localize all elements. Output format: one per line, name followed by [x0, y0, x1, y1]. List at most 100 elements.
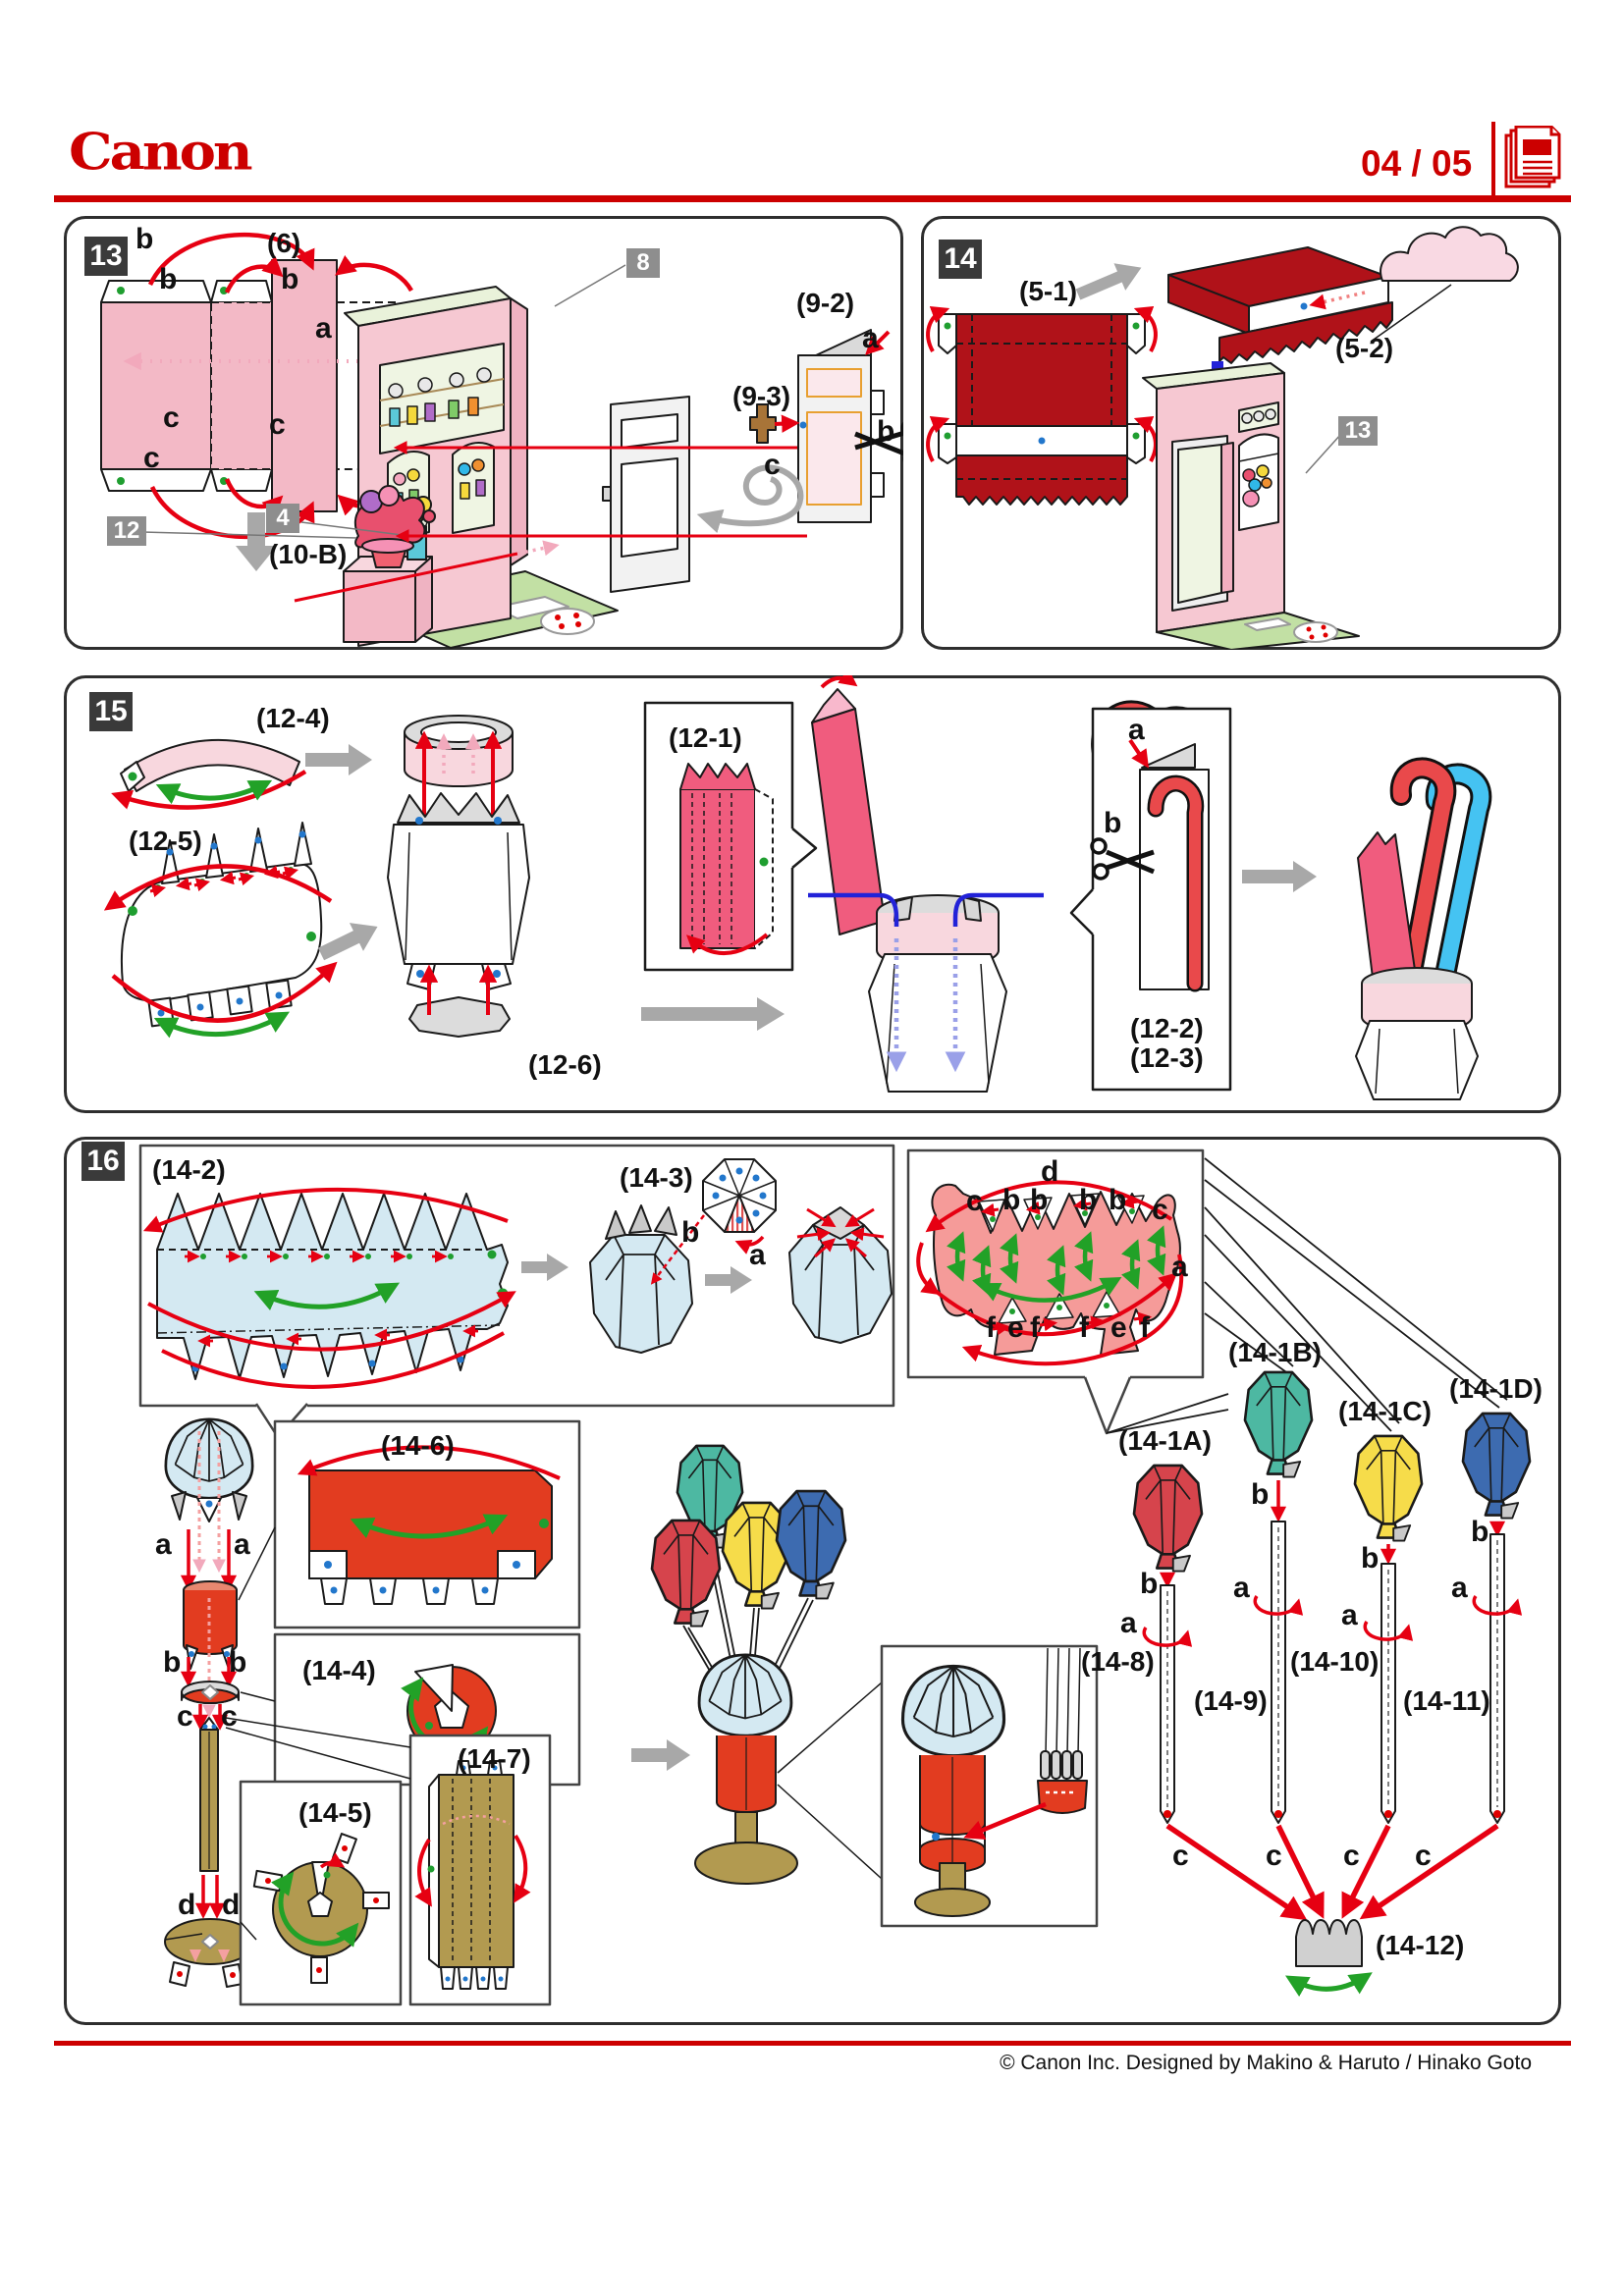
fold-letter-c: c: [1152, 1194, 1168, 1226]
fold-letter-a: a: [1128, 714, 1145, 746]
inset-14-1-fold: [906, 1148, 1508, 1435]
document-stack-icon: [1504, 126, 1561, 188]
step-number-16: 16: [81, 1142, 125, 1181]
balloon-stand: [631, 1444, 847, 1885]
inset-14-2-14-3: [138, 1144, 895, 1439]
part-label-14-10: (14-10): [1290, 1646, 1380, 1677]
part-badge-4: 4: [266, 504, 299, 533]
balloon-sticks: [1142, 1480, 1523, 1998]
fold-letter-c: c: [1343, 1840, 1360, 1872]
part-label-12-4: (12-4): [256, 703, 330, 733]
fold-letter-b: b: [1109, 1184, 1127, 1216]
part-label-14-9: (14-9): [1194, 1685, 1268, 1716]
down-arrow: [236, 512, 277, 571]
strip-12-5: [103, 822, 338, 1039]
fold-letter-d: d: [1041, 1155, 1059, 1188]
fold-letter-b: b: [1251, 1478, 1270, 1511]
assemble-arrow: [1075, 263, 1142, 300]
fold-letter-a: a: [1171, 1251, 1188, 1283]
stand-exploded: [164, 1417, 256, 1988]
fold-letter-b: b: [877, 415, 895, 448]
part-label-12-3: (12-3): [1130, 1042, 1204, 1073]
fold-letter-a: a: [1120, 1607, 1137, 1639]
fold-letter-b: b: [281, 263, 299, 295]
part-label-5-2: (5-2): [1335, 333, 1394, 363]
fold-letter-c: c: [177, 1700, 193, 1733]
folded-umbrella: [811, 675, 886, 935]
step-number-13: 13: [84, 237, 128, 276]
part-badge-13: 13: [1338, 416, 1378, 446]
fold-letter-e: e: [1110, 1311, 1127, 1344]
fold-letter-b: b: [1030, 1184, 1049, 1216]
part-badge-12: 12: [107, 516, 146, 546]
fold-letter-c: c: [966, 1185, 983, 1217]
fold-letter-b: b: [135, 223, 154, 255]
door-part-92: [797, 329, 891, 523]
fold-letter-b: b: [1002, 1184, 1021, 1216]
fold-letter-e: e: [1007, 1311, 1024, 1344]
shop-assembled: [344, 286, 690, 649]
fold-letter-b: b: [1471, 1516, 1489, 1548]
cloud-part-5-2: [1380, 226, 1519, 282]
vase-insert-guides: [808, 892, 1044, 1093]
door-handle-93: [749, 403, 800, 444]
part-label-14-3: (14-3): [620, 1162, 693, 1193]
header-divider: [1491, 122, 1495, 200]
awning-assembled: [1167, 246, 1393, 364]
fold-letter-c: c: [163, 401, 180, 434]
inset-12-1: [643, 701, 818, 972]
part-label-14-12: (14-12): [1376, 1930, 1465, 1960]
inset-14-6: [238, 1419, 581, 1629]
part-label-9-2: (9-2): [796, 288, 855, 318]
fold-letter-a: a: [749, 1239, 766, 1271]
copyright-text: © Canon Inc. Designed by Makino & Haruto…: [1000, 2052, 1532, 2074]
fold-letter-b: b: [229, 1646, 247, 1679]
part-label-9-3: (9-3): [732, 381, 791, 411]
fold-letter-c: c: [143, 442, 160, 474]
attach-lines: [294, 441, 807, 603]
inset-closeup: [777, 1644, 1099, 1928]
fold-letter-f: f: [1079, 1311, 1089, 1344]
flip-arrow: [704, 464, 804, 523]
part-label-14-5: (14-5): [298, 1797, 372, 1828]
part-label-5-1: (5-1): [1019, 276, 1078, 306]
step-number-14: 14: [939, 240, 982, 279]
fold-letter-c: c: [221, 1700, 238, 1733]
final-vase: [1355, 757, 1492, 1100]
panel13-illustration: [100, 232, 903, 649]
part-label-12-6: (12-6): [528, 1049, 602, 1080]
part-label-14-1c: (14-1C): [1338, 1396, 1432, 1426]
part-label-14-1a: (14-1A): [1118, 1425, 1212, 1456]
part-label-14-11: (14-11): [1403, 1685, 1490, 1716]
shop-14: [1142, 362, 1360, 650]
part-label-10b: (10-B): [269, 539, 348, 569]
fold-letter-b: b: [1140, 1568, 1159, 1600]
part-label-14-1d: (14-1D): [1449, 1373, 1543, 1404]
canon-logo: Canon: [69, 122, 253, 183]
inset-12-2-12-3: [1069, 707, 1232, 1092]
fold-letter-b: b: [163, 1646, 182, 1679]
footer-rule: [54, 2041, 1571, 2046]
fold-letter-c: c: [1415, 1840, 1432, 1872]
vase-assembly-12-6: [387, 715, 530, 1038]
panel16-illustration: [138, 1144, 1532, 2006]
part-label-14-8: (14-8): [1081, 1646, 1155, 1677]
fold-letter-a: a: [1451, 1572, 1468, 1604]
part-label-14-7: (14-7): [458, 1743, 531, 1774]
inset-14-5: [239, 1780, 403, 2006]
part-label-6: (6): [267, 228, 301, 258]
page-indicator: 04 / 05: [1361, 143, 1473, 184]
fold-letter-b: b: [681, 1216, 700, 1249]
part-label-14-4: (14-4): [302, 1655, 376, 1685]
fold-letter-c: c: [764, 449, 781, 481]
part-label-12-5: (12-5): [129, 826, 202, 856]
strip-12-4: [111, 738, 307, 810]
fold-letter-b: b: [159, 263, 178, 295]
scissors-icon-2: [1090, 837, 1155, 881]
header-rule: [54, 195, 1571, 202]
net-part-5-1: [926, 305, 1158, 506]
fold-letter-f: f: [1030, 1311, 1040, 1344]
part-label-14-2: (14-2): [152, 1154, 226, 1185]
fold-letter-f: f: [1140, 1311, 1150, 1344]
